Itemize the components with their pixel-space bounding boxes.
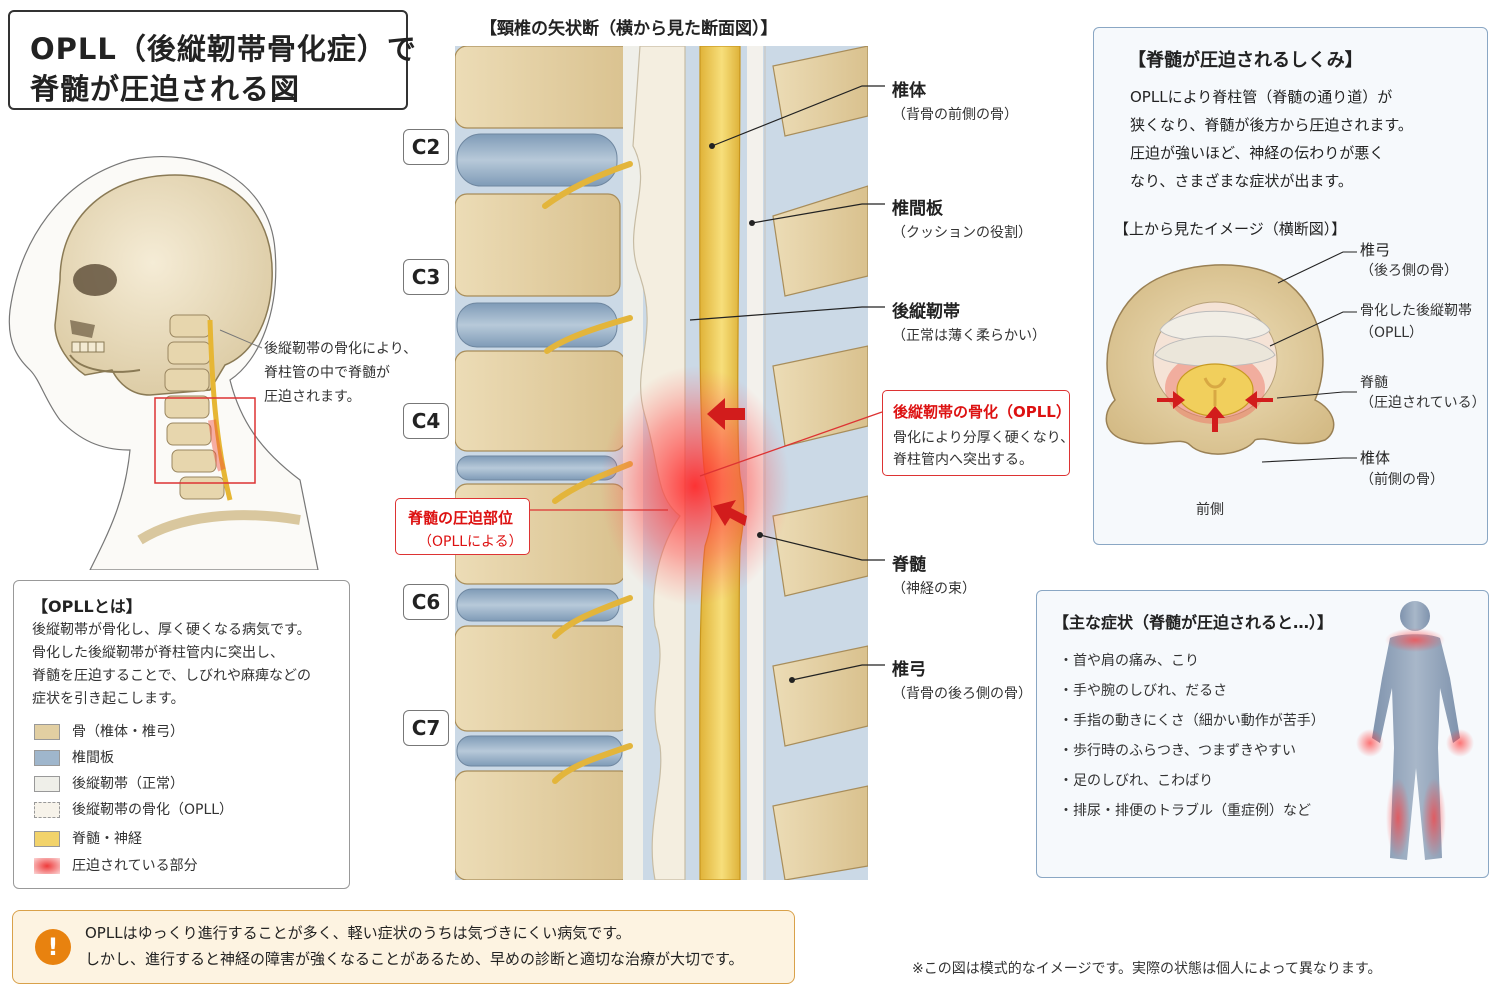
what-is-line-2: 骨化した後縦靭帯が脊柱管内に突出し、 xyxy=(32,645,284,661)
symptom-item-5: ・足のしびれ、こわばり xyxy=(1059,773,1214,789)
legend-swatch-bone xyxy=(34,724,60,740)
legend-label-bone: 骨（椎体・椎弓） xyxy=(72,724,184,740)
legend-label-pll: 後縦靭帯（正常） xyxy=(72,776,184,792)
label-compression: 脊髄の圧迫部位 xyxy=(408,509,514,527)
mechanism-line-2: 狭くなり、脊髄が後方から圧迫されます。 xyxy=(1130,116,1413,134)
label-pll: 後縦靭帯 xyxy=(892,302,960,322)
label-pll-sub: （正常は薄く柔らかい） xyxy=(892,328,1046,344)
head-callout-line-3: 圧迫されます。 xyxy=(264,389,361,405)
symptom-item-2: ・手や腕のしびれ、だるさ xyxy=(1059,683,1228,699)
disclaimer: ※この図は模式的なイメージです。実際の状態は個人によって異なります。 xyxy=(912,961,1382,977)
label-disc-sub: （クッションの役割） xyxy=(892,225,1032,241)
note-line-1: OPLLはゆっくり進行することが多く、軽い症状のうちは気づきにくい病気です。 xyxy=(85,924,631,942)
symptom-item-4: ・歩行時のふらつき、つまずきやすい xyxy=(1059,743,1297,759)
legend-swatch-compression xyxy=(34,858,60,874)
axial-label-opll: 骨化した後縦靭帯 xyxy=(1360,303,1472,319)
mechanism-panel: 【脊髄が圧迫されるしくみ】 OPLLにより脊柱管（脊髄の通り道）が 狭くなり、脊… xyxy=(1093,27,1488,545)
vertebra-label-c3: C3 xyxy=(403,259,449,295)
label-lamina: 椎弓 xyxy=(892,660,926,680)
symptoms-title: 【主な症状（脊髄が圧迫されると…）】 xyxy=(1053,613,1334,632)
vertebra-label-c2: C2 xyxy=(403,129,449,165)
legend-swatch-opll xyxy=(34,802,60,818)
legend-swatch-cord xyxy=(34,831,60,847)
label-opll: 後縦靭帯の骨化（OPLL） xyxy=(893,403,1071,421)
mechanism-line-1: OPLLにより脊柱管（脊髄の通り道）が xyxy=(1130,88,1393,106)
axial-label-body: 椎体 xyxy=(1360,449,1391,467)
label-compression-sub: （OPLLによる） xyxy=(418,534,523,550)
head-callout-line-2: 脊柱管の中で脊髄が xyxy=(264,365,390,381)
axial-title: 【上から見たイメージ（横断図）】 xyxy=(1114,220,1347,238)
axial-label-body-sub: （前側の骨） xyxy=(1360,472,1444,488)
legend-label-cord: 脊髄・神経 xyxy=(72,831,142,847)
what-is-line-4: 症状を引き起こします。 xyxy=(32,691,185,707)
sagittal-illustration xyxy=(455,46,868,880)
note-box: ! OPLLはゆっくり進行することが多く、軽い症状のうちは気づきにくい病気です。… xyxy=(12,910,795,984)
symptom-item-1: ・首や肩の痛み、こり xyxy=(1059,653,1199,669)
legend-swatch-disc xyxy=(34,750,60,766)
legend-label-disc: 椎間板 xyxy=(72,750,114,766)
title-line-2: 脊髄が圧迫される図 xyxy=(30,72,301,106)
what-is-line-1: 後縦靭帯が骨化し、厚く硬くなる病気です。 xyxy=(32,622,311,638)
legend-label-opll: 後縦靭帯の骨化（OPLL） xyxy=(72,802,234,818)
symptom-item-6: ・排尿・排便のトラブル（重症例）など xyxy=(1059,803,1311,819)
what-is-title: 【OPLLとは】 xyxy=(32,597,142,616)
label-lamina-sub: （背骨の後ろ側の骨） xyxy=(892,686,1032,702)
legend-swatch-pll xyxy=(34,776,60,792)
axial-label-front: 前側 xyxy=(1196,502,1224,518)
axial-label-cord: 脊髄 xyxy=(1360,375,1388,391)
compression-callout-box: 脊髄の圧迫部位 （OPLLによる） xyxy=(395,498,530,555)
mechanism-line-3: 圧迫が強いほど、神経の伝わりが悪く xyxy=(1130,144,1385,162)
label-spinal-cord: 脊髄 xyxy=(892,555,926,575)
what-is-opll-panel: 【OPLLとは】 後縦靭帯が骨化し、厚く硬くなる病気です。 骨化した後縦靭帯が脊… xyxy=(13,580,350,889)
sagittal-title: 【頸椎の矢状断（横から見た断面図）】 xyxy=(480,19,778,39)
label-spinal-cord-sub: （神経の束） xyxy=(892,581,976,597)
label-opll-sub-2: 脊柱管内へ突出する。 xyxy=(893,452,1033,468)
axial-label-lamina-sub: （後ろ側の骨） xyxy=(1360,263,1458,279)
vertebra-label-c7: C7 xyxy=(403,710,449,746)
axial-label-lamina: 椎弓 xyxy=(1360,241,1391,259)
vertebra-label-c6: C6 xyxy=(403,584,449,620)
title-line-1: OPLL（後縦靭帯骨化症）で xyxy=(30,32,417,66)
title-box: OPLL（後縦靭帯骨化症）で 脊髄が圧迫される図 xyxy=(8,10,416,110)
note-line-2: しかし、進行すると神経の障害が強くなることがあるため、早めの診断と適切な治療が大… xyxy=(85,950,744,968)
vertebra-label-c4: C4 xyxy=(403,403,449,439)
label-disc: 椎間板 xyxy=(892,199,943,219)
axial-illustration xyxy=(1105,264,1335,455)
label-vertebral-body-sub: （背骨の前側の骨） xyxy=(892,107,1018,123)
symptom-item-3: ・手指の動きにくさ（細かい動作が苦手） xyxy=(1059,713,1325,729)
body-silhouette-illustration xyxy=(1356,601,1474,860)
mechanism-title: 【脊髄が圧迫されるしくみ】 xyxy=(1128,50,1363,71)
axial-label-cord-sub: （圧迫されている） xyxy=(1360,395,1486,411)
warning-icon: ! xyxy=(35,929,71,965)
axial-label-opll-sub: （OPLL） xyxy=(1360,325,1424,341)
label-vertebral-body: 椎体 xyxy=(892,81,926,101)
mechanism-line-4: なり、さまざまな症状が出ます。 xyxy=(1130,172,1353,190)
legend-label-compression: 圧迫されている部分 xyxy=(72,858,198,874)
label-opll-sub-1: 骨化により分厚く硬くなり、 xyxy=(893,430,1075,446)
opll-callout-box: 後縦靭帯の骨化（OPLL） 骨化により分厚く硬くなり、 脊柱管内へ突出する。 xyxy=(882,390,1074,476)
head-neck-illustration xyxy=(8,156,319,570)
what-is-line-3: 脊髄を圧迫することで、しびれや麻痺などの xyxy=(32,668,312,684)
head-callout-line-1: 後縦靭帯の骨化により、 xyxy=(264,341,418,357)
